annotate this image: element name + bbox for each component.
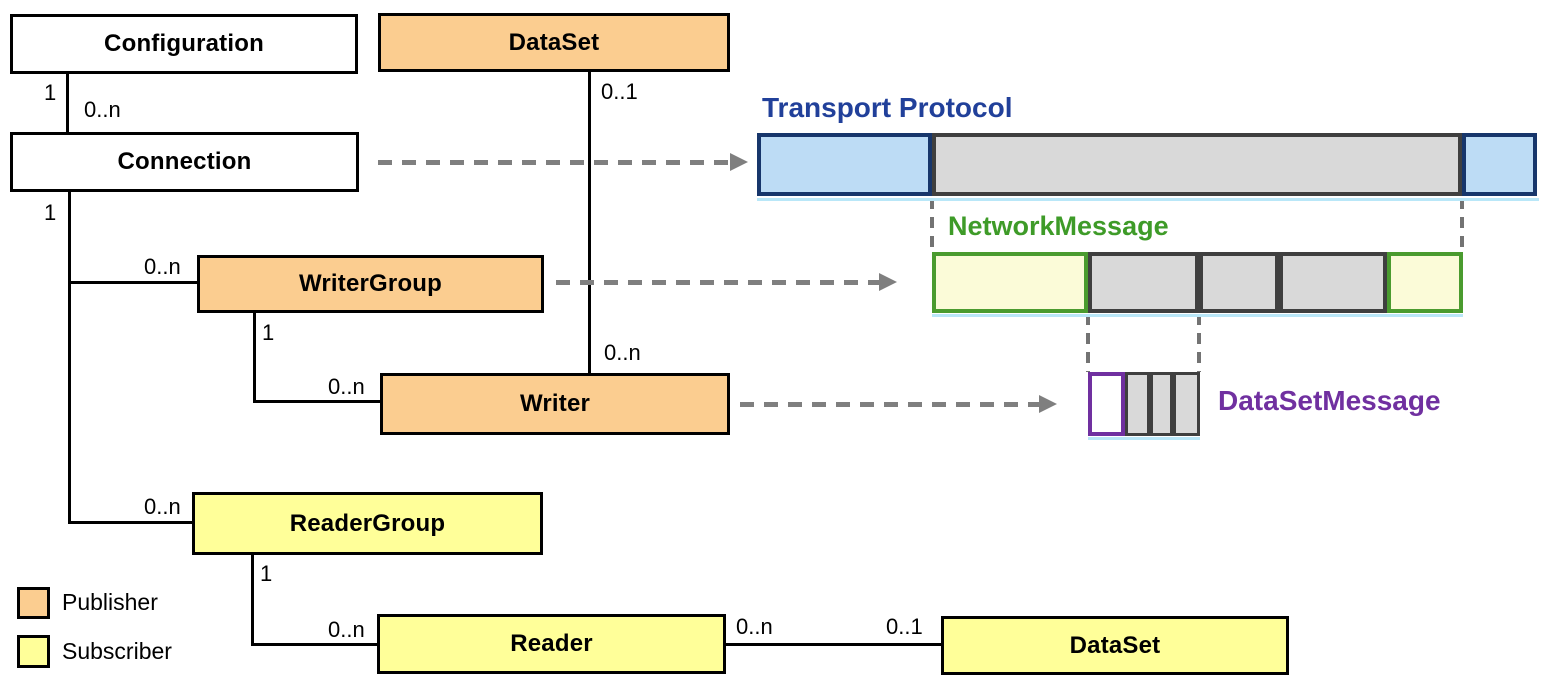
mult-dataset-optional: 0..1 <box>601 79 638 104</box>
transport-payload-segment <box>932 133 1462 196</box>
mult-writergroup-many: 0..n <box>144 254 181 279</box>
legend-subscriber-label: Subscriber <box>62 638 172 664</box>
writer-group-box: WriterGroup <box>197 255 544 313</box>
connection-box: Connection <box>10 132 359 192</box>
connector-writergroup-writer <box>253 400 380 403</box>
datasetmessage-field-1 <box>1125 372 1150 436</box>
mult-connection-one: 1 <box>44 200 57 225</box>
mult-reader-many: 0..n <box>328 617 365 642</box>
guide-transport-network-right <box>1460 198 1464 252</box>
connector-connection-writergroup <box>68 281 197 284</box>
mult-writergroup-one: 1 <box>262 320 275 345</box>
transport-footer-segment <box>1462 133 1537 196</box>
legend-subscriber-swatch <box>17 635 50 668</box>
legend-publisher-label: Publisher <box>62 589 158 615</box>
guide-network-datasetmessage-left <box>1086 314 1090 372</box>
datasetmessage-field-2 <box>1150 372 1173 436</box>
arrow-writer-to-datasetmessage <box>740 402 1040 407</box>
datasetmessage-field-3 <box>1173 372 1200 436</box>
connector-connection-trunk <box>68 192 71 524</box>
mult-writer-many: 0..n <box>328 374 365 399</box>
network-payload-segment-2 <box>1199 252 1279 313</box>
arrow-writer-to-datasetmessage-head <box>1039 395 1057 413</box>
legend-publisher-swatch <box>17 587 50 619</box>
mult-connection-many: 0..n <box>84 97 121 122</box>
guide-transport-network-left <box>930 198 934 252</box>
mult-configuration-one: 1 <box>44 80 57 105</box>
connector-readergroup-drop <box>251 555 254 646</box>
mult-reader-dataset-optional: 0..1 <box>886 614 923 639</box>
configuration-box: Configuration <box>10 14 358 74</box>
mult-readergroup-one: 1 <box>260 561 273 586</box>
connector-writergroup-drop <box>253 312 256 403</box>
guide-network-datasetmessage-right <box>1197 314 1201 372</box>
connector-readergroup-reader <box>251 643 377 646</box>
dataset-message-label: DataSetMessage <box>1218 385 1441 416</box>
network-message-label: NetworkMessage <box>948 211 1169 241</box>
connector-connection-readergroup <box>68 521 192 524</box>
transport-bar-glow <box>757 198 1539 201</box>
network-header-segment <box>932 252 1088 313</box>
connector-configuration-connection <box>66 74 69 134</box>
mult-readergroup-many: 0..n <box>144 494 181 519</box>
reader-box: Reader <box>377 614 726 674</box>
arrow-writergroup-to-networkmessage <box>556 280 880 285</box>
network-payload-segment-3 <box>1279 252 1387 313</box>
arrow-connection-to-transport-head <box>730 153 748 171</box>
transport-protocol-label: Transport Protocol <box>762 92 1013 123</box>
connector-dataset-writer <box>588 72 591 373</box>
reader-group-box: ReaderGroup <box>192 492 543 555</box>
writer-box: Writer <box>380 373 730 435</box>
mult-reader-dataset-many: 0..n <box>736 614 773 639</box>
network-payload-segment-1 <box>1088 252 1199 313</box>
network-footer-segment <box>1387 252 1463 313</box>
arrow-connection-to-transport <box>378 160 730 165</box>
network-bar-glow <box>932 314 1463 317</box>
datasetmessage-glow <box>1088 437 1200 440</box>
arrow-writergroup-to-networkmessage-head <box>879 273 897 291</box>
connector-reader-dataset <box>726 643 941 646</box>
dataset-bottom-box: DataSet <box>941 616 1289 675</box>
transport-header-segment <box>757 133 932 196</box>
mult-dataset-writer-many: 0..n <box>604 340 641 365</box>
datasetmessage-header-segment <box>1088 372 1125 436</box>
dataset-top-box: DataSet <box>378 13 730 72</box>
